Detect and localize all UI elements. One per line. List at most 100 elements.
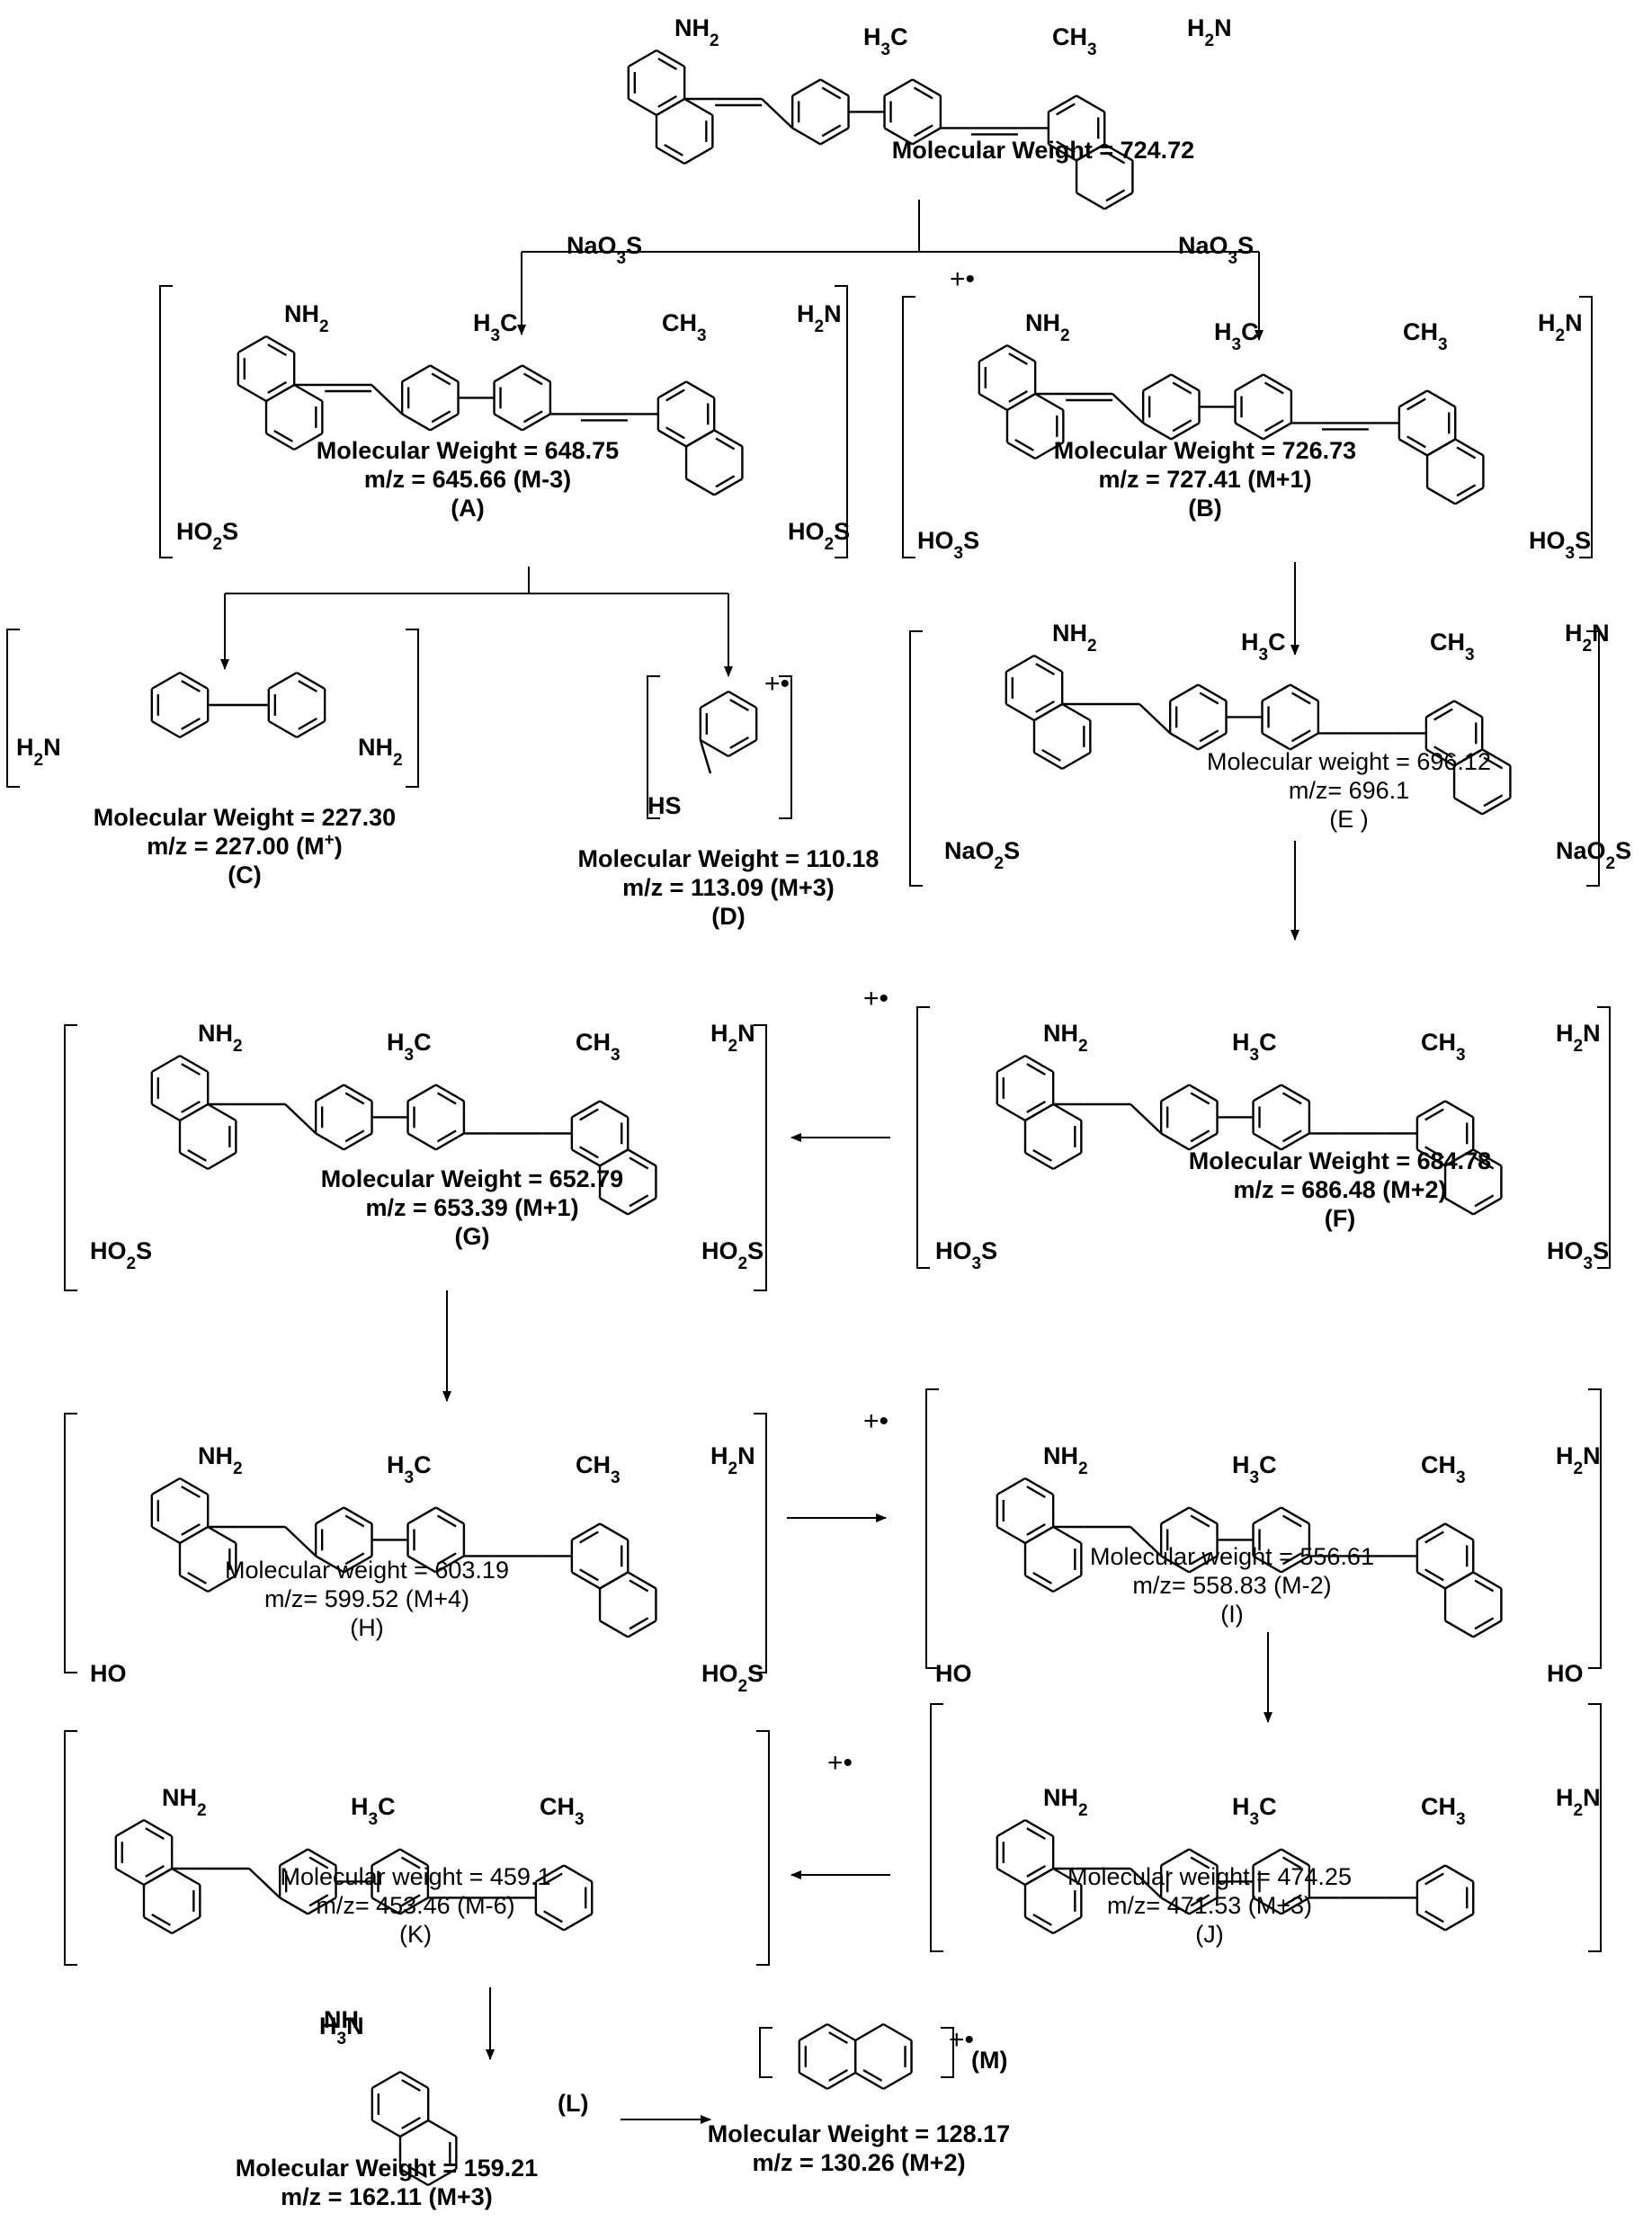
methyl-label: CH3 (540, 1793, 585, 1829)
substituent-label: NaO2S (944, 837, 1020, 873)
mz-E: m/z= 696.1 (1289, 777, 1409, 804)
methyl-label: H3C (1232, 1451, 1277, 1487)
methyl-label: CH3 (662, 309, 707, 345)
amine-label: H2N (710, 1442, 755, 1478)
amine-label: NH2 (198, 1020, 243, 1056)
amine-label: H2N (1556, 1442, 1601, 1478)
amine-label: H2N (1556, 1020, 1601, 1056)
methyl-label: CH3 (576, 1451, 621, 1487)
label-I: (I) (1220, 1601, 1243, 1628)
amine-label: NH2 (674, 14, 719, 50)
mz-A: m/z = 645.66 (M-3) (364, 466, 571, 493)
thiol-label: HS (647, 792, 682, 819)
amine-label: NH2 (1043, 1784, 1088, 1820)
substituent-label: HO (90, 1660, 127, 1687)
molecular-weight-M: Molecular Weight = 128.17 (708, 2120, 1010, 2147)
methyl-label: CH3 (1421, 1029, 1466, 1065)
molecular-weight-C: Molecular Weight = 227.30 (94, 804, 396, 831)
amine-label: H2N (1565, 620, 1610, 656)
molecular-weight-J: Molecular weight = 474.25 (1067, 1863, 1352, 1890)
amine-label: NH2 (1043, 1442, 1088, 1478)
methyl-label: CH3 (1403, 318, 1448, 354)
label-G: (G) (455, 1223, 490, 1250)
substituent-label: HO3S (935, 1237, 997, 1273)
methyl-label: H3C (387, 1029, 432, 1065)
hydrazine-label: H2N (16, 734, 61, 770)
molecular-weight-G: Molecular Weight = 652.79 (321, 1165, 623, 1192)
hydrazine-label: NH (324, 2006, 359, 2033)
molecular-weight-A: Molecular Weight = 648.75 (317, 437, 619, 464)
molecular-weight-B: Molecular Weight = 726.73 (1054, 437, 1356, 464)
mz-M: m/z = 130.26 (M+2) (752, 2149, 965, 2176)
amine-label: NH2 (198, 1442, 243, 1478)
substituent-label: HO (1547, 1660, 1584, 1687)
label-M: (M) (971, 2047, 1007, 2074)
mz-J: m/z= 471.53 (M+3) (1107, 1892, 1312, 1919)
methyl-label: CH3 (1430, 629, 1475, 665)
substituent-label: HO2S (701, 1237, 763, 1273)
methyl-label: CH3 (1052, 23, 1097, 59)
mz-F: m/z = 686.48 (M+2) (1233, 1176, 1446, 1203)
amine-label: H2N (797, 300, 842, 336)
methyl-label: CH3 (576, 1029, 621, 1065)
mz-I: m/z= 558.83 (M-2) (1132, 1572, 1331, 1599)
mz-H: m/z= 599.52 (M+4) (264, 1585, 469, 1612)
reaction-arrows (220, 200, 1299, 2124)
radical-cation-sign: +• (827, 1748, 853, 1778)
label-D: (D) (711, 903, 745, 930)
substituent-label: HO (935, 1660, 972, 1687)
amine-label: NH2 (358, 734, 403, 770)
ammonium-label: H3N (319, 2012, 364, 2048)
molecular-weight-H: Molecular weight = 603.19 (225, 1557, 509, 1584)
methyl-label: H3C (863, 23, 908, 59)
label-H: (H) (350, 1614, 383, 1641)
methyl-label: H3C (1214, 318, 1259, 354)
amine-label: H2N (710, 1020, 755, 1056)
label-C: (C) (228, 861, 261, 888)
substituent-label: HO2S (788, 518, 850, 554)
radical-cation-sign: +• (863, 1406, 889, 1436)
label-B: (B) (1188, 495, 1221, 522)
substituent-label: NaO3S (1178, 232, 1254, 268)
mz-B: m/z = 727.41 (M+1) (1098, 466, 1311, 493)
radical-cation-sign: +• (863, 984, 889, 1013)
molecular-weight-K: Molecular weight = 459.1 (281, 1863, 551, 1890)
label-K: (K) (399, 1921, 432, 1948)
radical-cation-brackets (6, 285, 1611, 2078)
amine-label: NH2 (1052, 620, 1097, 656)
label-J: (J) (1195, 1921, 1223, 1948)
substituent-label: HO3S (1547, 1237, 1609, 1273)
methyl-label: H3C (1232, 1793, 1277, 1829)
amine-label: NH2 (1043, 1020, 1088, 1056)
substituent-label: NaO3S (567, 232, 642, 268)
label-L: (L) (558, 2090, 588, 2117)
substituent-label: HO2S (176, 518, 238, 554)
methyl-label: H3C (1241, 629, 1286, 665)
methyl-label: H3C (473, 309, 518, 345)
molecular-weight-D: Molecular Weight = 110.18 (578, 845, 880, 872)
radical-cation-sign: +• (950, 264, 975, 294)
molecular-weight-E: Molecular weight = 696.12 (1207, 748, 1491, 775)
substituent-label: HO3S (917, 527, 979, 563)
methyl-label: H3C (351, 1793, 396, 1829)
amine-label: NH2 (1025, 309, 1070, 345)
mz-K: m/z= 453.46 (M-6) (316, 1892, 514, 1919)
mz-C: m/z = 227.00 (M+) (147, 831, 342, 861)
molecular-weight-L: Molecular Weight = 159.21 (236, 2155, 538, 2182)
molecular-weight-I: Molecular weight = 556.61 (1090, 1543, 1374, 1570)
amine-label: NH2 (162, 1784, 207, 1820)
mz-D: m/z = 113.09 (M+3) (622, 874, 835, 901)
molecular-weight-parent: Molecular Weight = 724.72 (892, 137, 1194, 164)
amine-label: H2N (1538, 309, 1583, 345)
methyl-label: CH3 (1421, 1451, 1466, 1487)
radical-cation-sign: +• (949, 2025, 974, 2055)
molecular-weight-F: Molecular Weight = 684.78 (1189, 1147, 1491, 1174)
methyl-label: CH3 (1421, 1793, 1466, 1829)
substituent-label: HO2S (90, 1237, 152, 1273)
methyl-label: H3C (1232, 1029, 1277, 1065)
substituent-label: HO2S (701, 1660, 763, 1696)
label-A: (A) (451, 495, 484, 522)
substituent-label: HO3S (1529, 527, 1591, 563)
substituent-label: NaO2S (1556, 837, 1631, 873)
